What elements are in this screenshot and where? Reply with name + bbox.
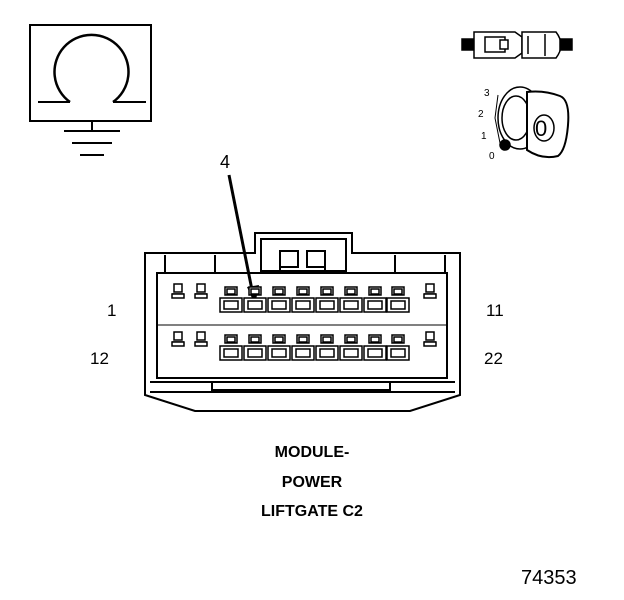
terminal-small [194, 331, 208, 347]
terminal-cavity [267, 334, 291, 361]
terminal-cavity [267, 286, 291, 313]
terminal-small [171, 283, 185, 299]
terminal-cavity [243, 334, 267, 361]
pin-label-1: 1 [107, 301, 117, 320]
pin-label-12: 12 [90, 349, 109, 368]
terminal-cavity [219, 286, 243, 313]
terminal-cavity [339, 286, 363, 313]
terminal-cavity [339, 334, 363, 361]
connector-face-icon [144, 232, 461, 412]
figure-number: 74353 [521, 567, 577, 589]
terminal-cavity [363, 286, 387, 313]
ignition-key-icon [494, 86, 570, 159]
terminal-small [423, 283, 437, 299]
terminal-small [423, 331, 437, 347]
terminal-cavity [386, 334, 410, 361]
terminal-cavity [291, 286, 315, 313]
pin-label-22: 22 [484, 349, 503, 368]
callout-label: 4 [220, 152, 231, 172]
terminal-cavity [386, 286, 410, 313]
caption-line-3: LIFTGATE C2 [261, 503, 363, 520]
terminal-small [194, 283, 208, 299]
ignition-position-2: 2 [478, 109, 484, 120]
caption-line-1: MODULE- [274, 444, 350, 461]
terminal-cavity [315, 334, 339, 361]
terminal-cavity [243, 286, 267, 313]
pin-label-11: 11 [486, 301, 504, 320]
terminal-small [171, 331, 185, 347]
terminal-cavity [291, 334, 315, 361]
ignition-key-label: 0 [535, 116, 548, 141]
test-probe-icon [461, 31, 573, 59]
terminal-cavity [219, 334, 243, 361]
ignition-position-1: 1 [481, 131, 487, 142]
ohm-symbol-ground-icon [29, 24, 152, 156]
caption-line-2: POWER [281, 474, 343, 491]
terminal-cavity [315, 286, 339, 313]
ignition-position-0: 0 [489, 151, 495, 162]
terminal-cavity [363, 334, 387, 361]
ignition-position-3: 3 [484, 88, 490, 99]
